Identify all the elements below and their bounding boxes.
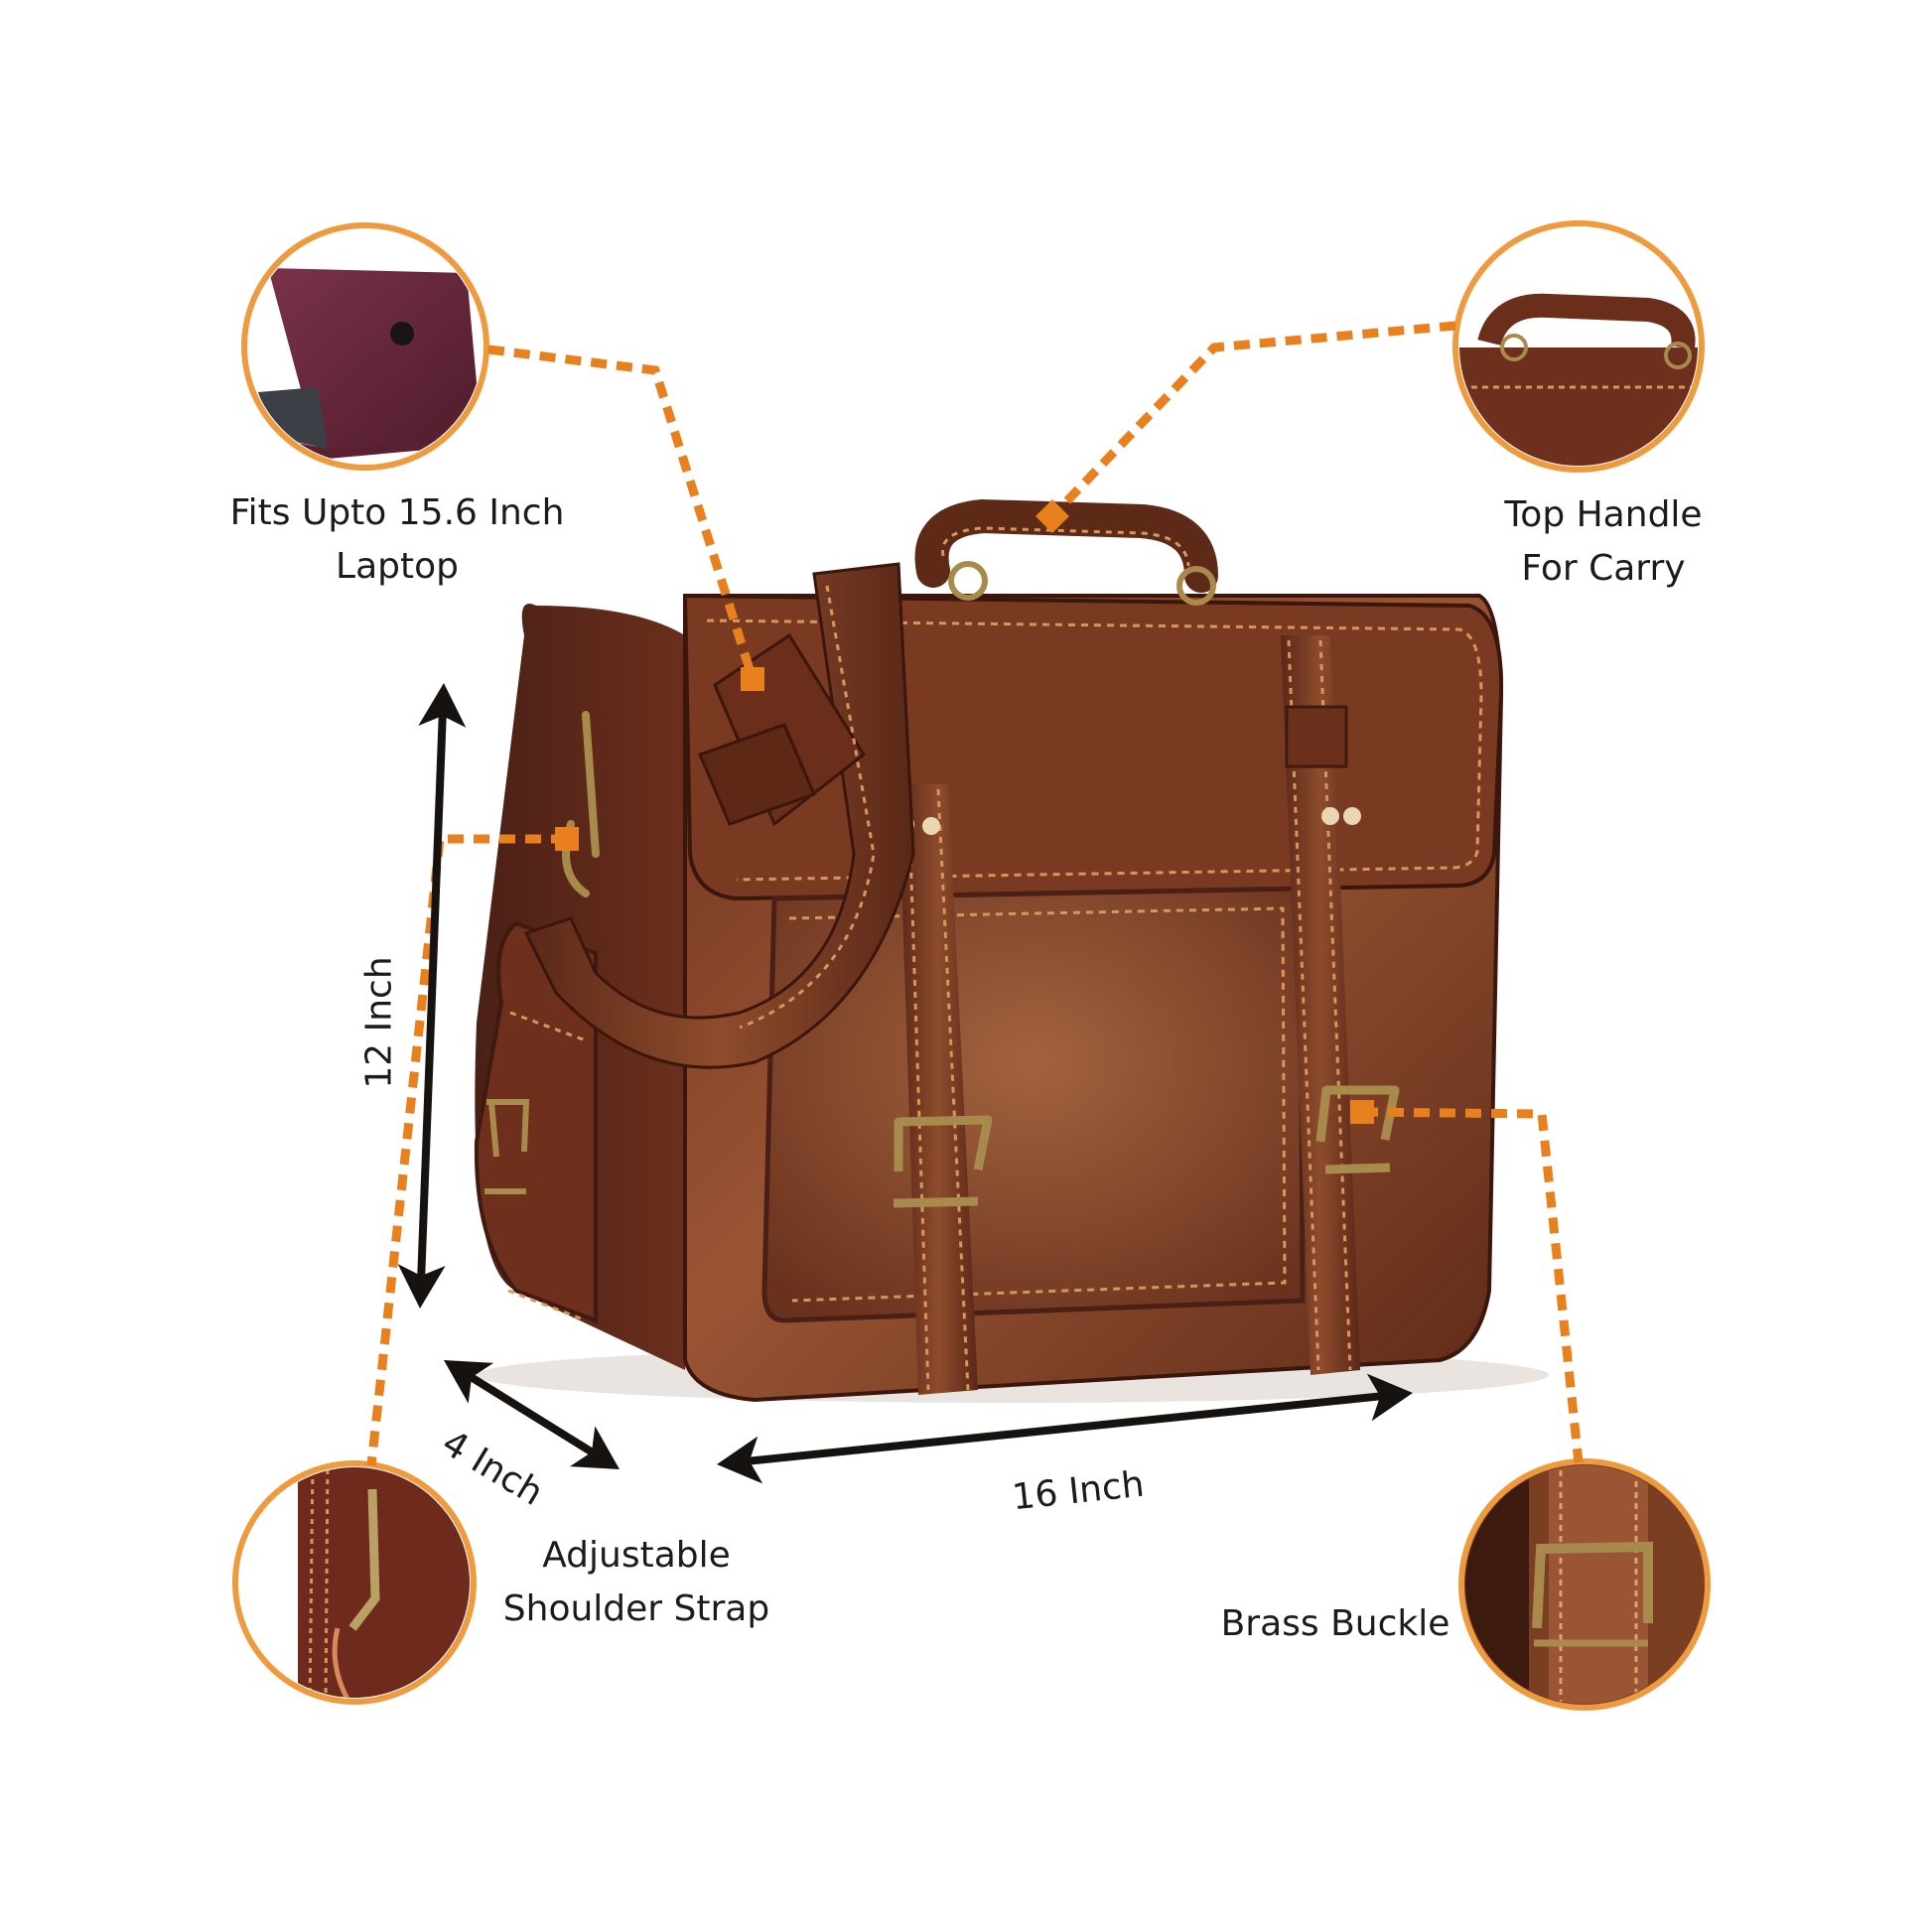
callout-marker-handle [1035, 499, 1069, 533]
feature-label-laptop: Fits Upto 15.6 Inch Laptop [230, 486, 565, 594]
feature-label-strap: Adjustable Shoulder Strap [503, 1529, 769, 1636]
callout-line-buckle [1361, 1107, 1584, 1463]
callout-line-laptop [487, 345, 758, 681]
front-buckle-left [893, 1115, 993, 1208]
strap-circle-border [232, 1460, 477, 1705]
handle-label-line2: For Carry [1521, 548, 1686, 589]
strap-label-line2: Shoulder Strap [502, 1588, 770, 1629]
handle-circle-border [1452, 220, 1705, 473]
dimension-label-height: 12 Inch [358, 956, 400, 1089]
laptop-label-line1: Fits Upto 15.6 Inch [229, 492, 565, 533]
buckle-circle-border [1458, 1458, 1711, 1711]
front-strap-left [898, 784, 978, 1395]
front-strap-right [1281, 635, 1360, 1375]
feature-label-buckle: Brass Buckle [1221, 1597, 1450, 1651]
strap-label-line1: Adjustable [542, 1535, 731, 1576]
callout-marker-buckle [1350, 1100, 1374, 1124]
buckle-label-line1: Brass Buckle [1220, 1603, 1450, 1644]
dimension-arrow-height [397, 683, 467, 1309]
dimension-arrow-width [717, 1373, 1413, 1484]
handle-label-line1: Top Handle [1504, 494, 1703, 535]
callout-lines [366, 321, 1584, 1466]
callout-line-strap [366, 834, 567, 1466]
dimension-arrow-depth [444, 1360, 620, 1469]
handle-detail-circle [1452, 220, 1705, 473]
laptop-detail-circle [241, 222, 489, 471]
callout-marker-strap [555, 827, 579, 851]
laptop-circle-border [241, 222, 489, 471]
messenger-bag [474, 498, 1549, 1403]
buckle-detail-circle [1458, 1458, 1711, 1711]
dimension-arrows [397, 683, 1413, 1484]
strap-detail-circle [232, 1460, 477, 1705]
callout-marker-laptop [741, 667, 764, 691]
feature-label-handle: Top Handle For Carry [1504, 488, 1702, 596]
laptop-label-line2: Laptop [336, 546, 459, 587]
callout-line-handle [1048, 321, 1456, 520]
